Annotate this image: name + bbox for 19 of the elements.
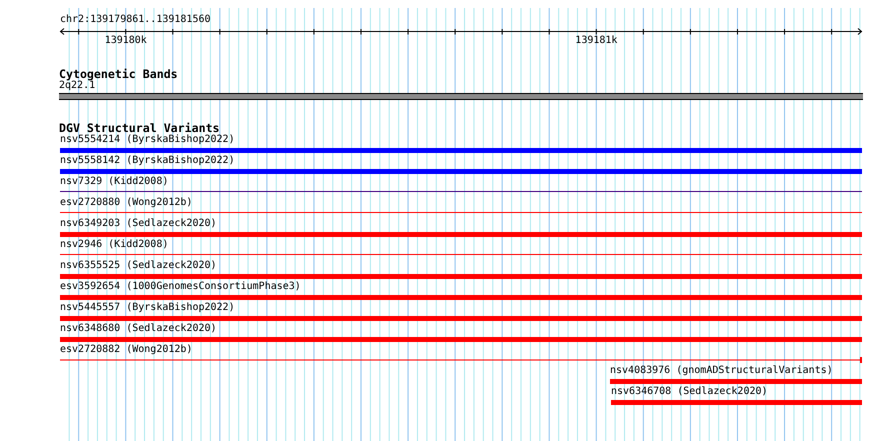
region-label: chr2:139179861..139181560 bbox=[60, 14, 211, 26]
tick-label: 139180k bbox=[104, 34, 147, 46]
variant-label: esv2720880 (Wong2012b) bbox=[60, 196, 192, 208]
variant-label: esv2720882 (Wong2012b) bbox=[60, 344, 192, 356]
tick-label: 139181k bbox=[575, 34, 618, 46]
band-label: 2q22.1 bbox=[59, 80, 96, 92]
variant-label: esv3592654 (1000GenomesConsortiumPhase3) bbox=[60, 280, 301, 292]
variant-label: nsv6348680 (Sedlazeck2020) bbox=[60, 322, 217, 334]
variant-label: nsv6349203 (Sedlazeck2020) bbox=[60, 218, 217, 230]
track-heading: Cytogenetic Bands bbox=[59, 68, 178, 81]
track-heading: DGV Structural Variants bbox=[59, 122, 220, 134]
variant-label: nsv6346708 (Sedlazeck2020) bbox=[611, 386, 768, 398]
variant-label: nsv2946 (Kidd2008) bbox=[60, 238, 168, 250]
variant-label: nsv5554214 (ByrskaBishop2022) bbox=[60, 134, 235, 146]
variant-label: nsv5558142 (ByrskaBishop2022) bbox=[60, 154, 235, 166]
variant-label: nsv7329 (Kidd2008) bbox=[60, 176, 168, 188]
variant-label: nsv6355525 (Sedlazeck2020) bbox=[60, 260, 217, 272]
variant-label: nsv5445557 (ByrskaBishop2022) bbox=[60, 302, 235, 314]
variant-label: nsv4083976 (gnomADStructuralVariants) bbox=[610, 364, 833, 376]
